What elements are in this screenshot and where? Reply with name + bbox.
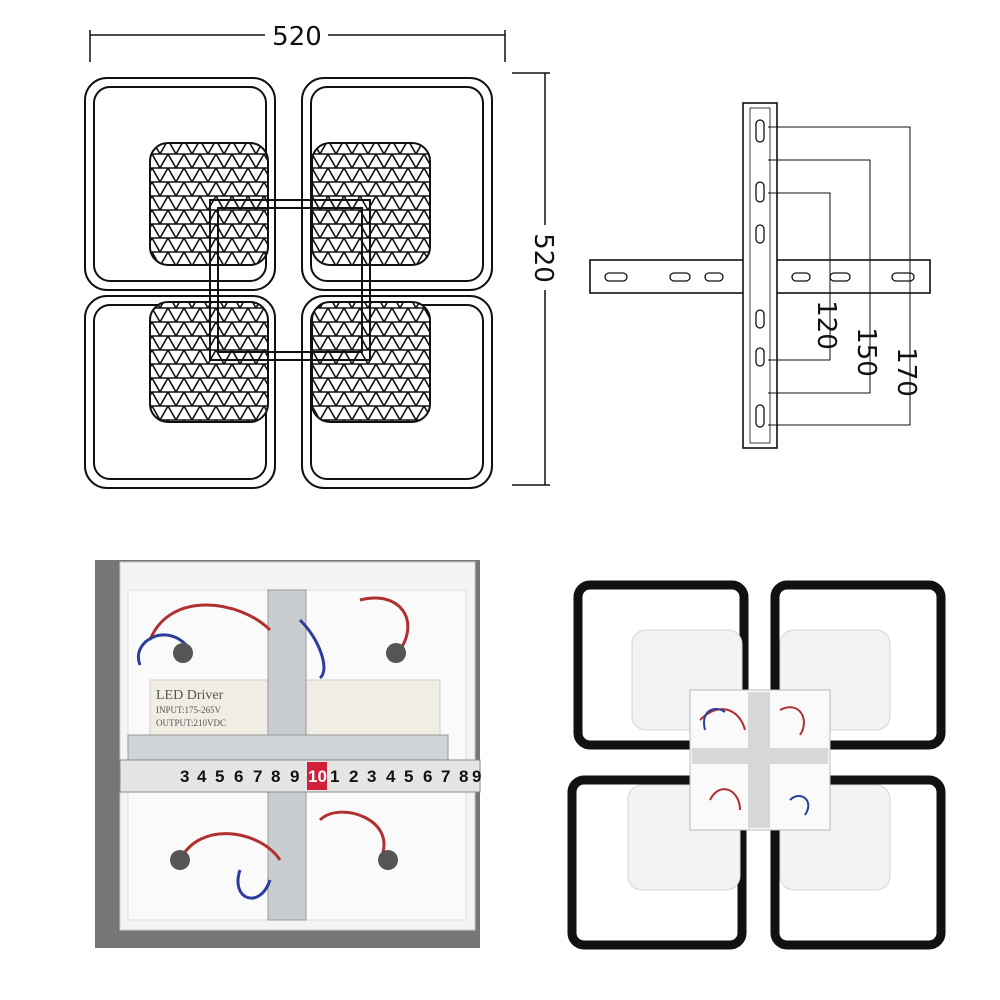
ruler-mark: 1 <box>330 767 339 786</box>
driver-label: LED Driver <box>156 688 224 703</box>
ruler-mark: 6 <box>423 767 432 786</box>
height-label: 520 <box>528 233 558 283</box>
ruler-marks: 3 4 5 6 7 8 9 10 1 2 3 4 5 6 7 8 9 <box>180 767 481 786</box>
driver-input: INPUT:175-265V <box>156 705 222 715</box>
ruler-mark-highlight: 10 <box>308 767 327 786</box>
driver-output: OUTPUT:210VDC <box>156 718 226 728</box>
ruler-mark: 6 <box>234 767 243 786</box>
photo-installed-box <box>95 560 481 948</box>
ruler-mark: 8 <box>271 767 280 786</box>
dim-170: 170 <box>891 347 921 397</box>
ruler-mark: 9 <box>290 767 299 786</box>
bracket-leaders <box>768 126 911 426</box>
ruler-mark: 4 <box>197 767 207 786</box>
ruler-mark: 2 <box>349 767 358 786</box>
ruler-mark: 7 <box>253 767 262 786</box>
mount-frame <box>209 199 371 361</box>
ruler-mark: 5 <box>404 767 413 786</box>
ruler-mark: 8 <box>459 767 468 786</box>
ruler-mark: 7 <box>441 767 450 786</box>
dimension-width <box>89 30 506 62</box>
mounting-bracket <box>589 102 931 449</box>
ruler-mark: 4 <box>386 767 396 786</box>
driver-text: LED Driver INPUT:175-265V OUTPUT:210VDC <box>156 688 226 728</box>
photo-lamp-back <box>567 580 946 950</box>
ruler-mark: 9 <box>472 767 481 786</box>
dim-120: 120 <box>811 300 841 350</box>
width-label: 520 <box>272 22 322 52</box>
lamp-top-view <box>84 77 493 489</box>
ruler-mark: 5 <box>215 767 224 786</box>
ruler-mark: 3 <box>367 767 376 786</box>
dimension-height <box>512 72 550 486</box>
dim-150: 150 <box>851 327 881 377</box>
ruler-mark: 3 <box>180 767 189 786</box>
